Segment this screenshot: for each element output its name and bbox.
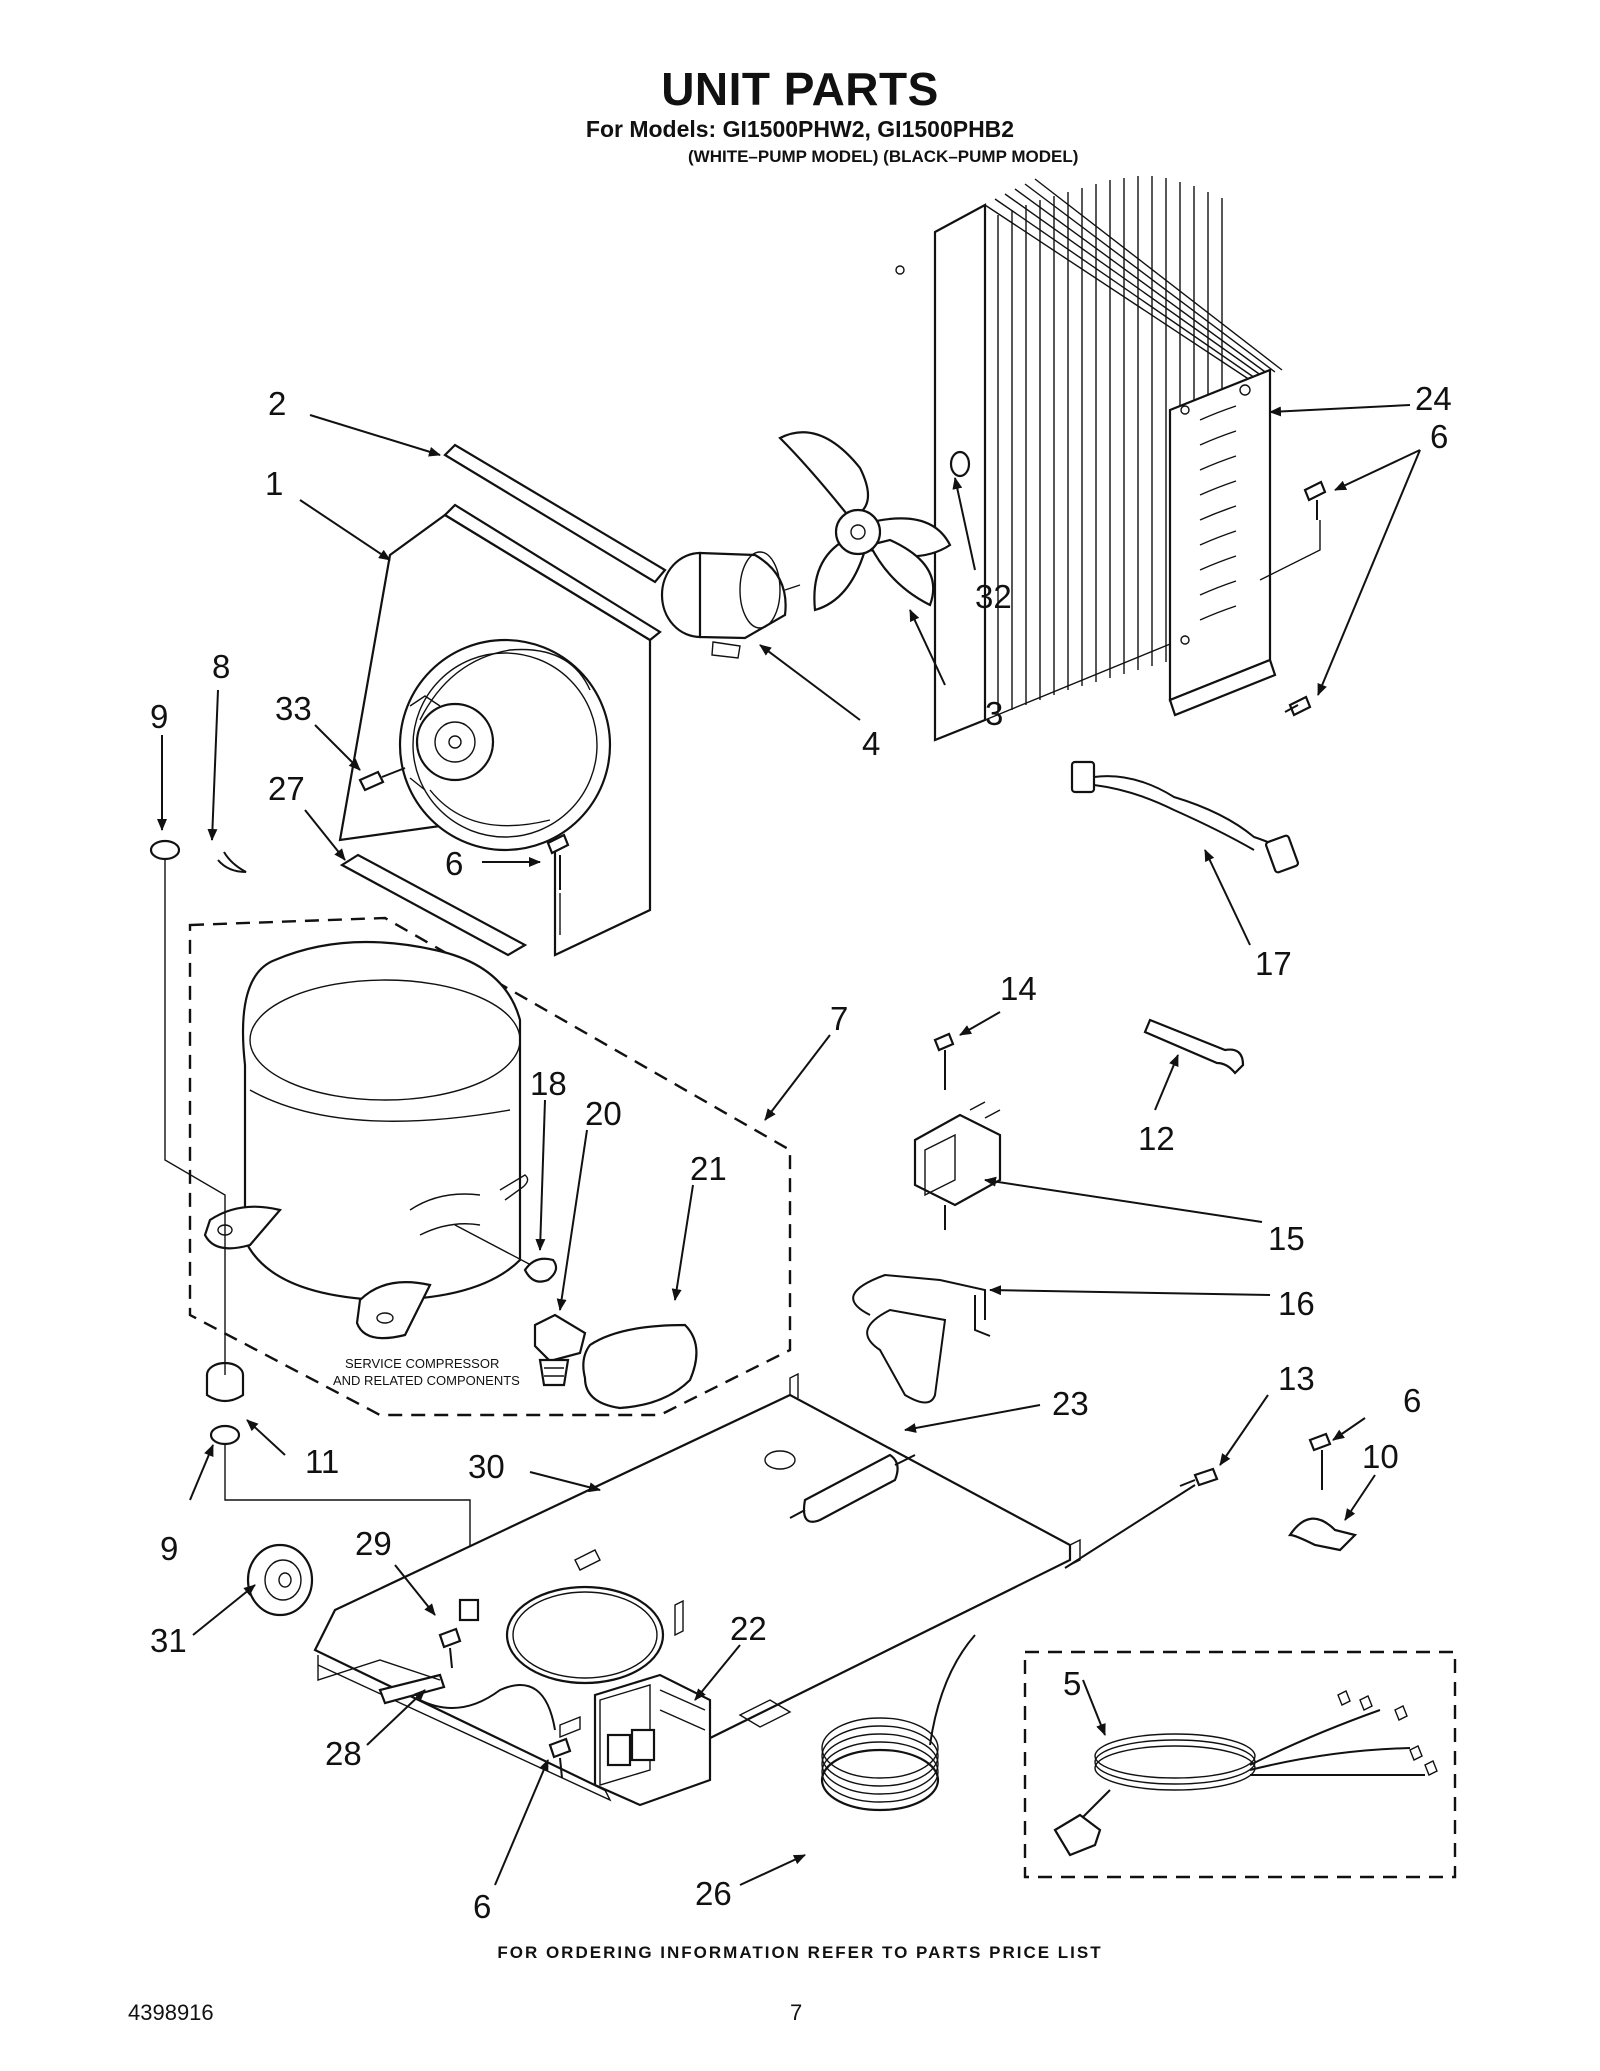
callout-12: 12 [1138,1120,1175,1157]
screw-part [358,767,570,890]
screw-part [1179,1432,1332,1490]
power-cord-group-outline [1023,1650,1457,1879]
washer-part [949,450,971,478]
document-number: 4398916 [128,2000,214,2025]
callout-13: 13 [1278,1360,1315,1397]
callout-10: 10 [1362,1438,1399,1475]
callout-32: 32 [975,578,1012,615]
callout-6: 6 [473,1888,491,1925]
callout-8: 8 [212,648,230,685]
callout-6: 6 [1430,418,1448,455]
caster-wheel-part [246,1543,314,1617]
ordering-info-note: FOR ORDERING INFORMATION REFER TO PARTS … [497,1943,1103,1962]
callout-27: 27 [268,770,305,807]
condenser-part [895,176,1283,742]
callout-31: 31 [150,1622,187,1659]
bracket-part [852,1273,991,1404]
callout-3: 3 [985,695,1003,732]
callout-6: 6 [1403,1382,1421,1419]
callout-labels: 1 2 3 4 5 6 6 6 6 6 7 8 9 9 10 11 12 13 … [150,380,1452,1925]
power-cord-part [1053,1690,1438,1857]
callout-9: 9 [150,698,168,735]
water-valve-part [913,1032,1002,1230]
callout-1: 1 [265,465,283,502]
page-title: UNIT PARTS [661,63,939,115]
callout-6: 6 [445,845,463,882]
relay-part [523,1257,587,1387]
callout-4: 4 [862,725,880,762]
page-number: 7 [790,2000,803,2025]
base-plate-part [313,1372,1081,1802]
model-numbers: For Models: GI1500PHW2, GI1500PHB2 [585,116,1015,142]
pump-part [593,1673,712,1807]
callout-24: 24 [1415,380,1452,417]
callout-7: 7 [830,1000,848,1037]
callout-30: 30 [468,1448,505,1485]
screw-part [378,1598,572,1779]
service-note-line2: AND RELATED COMPONENTS [333,1373,520,1388]
callout-2: 2 [268,385,286,422]
fan-motor-part [660,551,801,659]
callout-21: 21 [690,1150,727,1187]
tube-part [1143,1018,1245,1075]
callout-33: 33 [275,690,312,727]
fan-shroud-part [338,503,662,957]
callout-26: 26 [695,1875,732,1912]
callout-14: 14 [1000,970,1037,1007]
callout-29: 29 [355,1525,392,1562]
service-note-line1: SERVICE COMPRESSOR [345,1356,499,1371]
callout-16: 16 [1278,1285,1315,1322]
callout-11: 11 [305,1443,339,1480]
tubing-coil-part [820,1634,976,1812]
grommet-part [149,839,181,861]
relay-cover-part [582,1323,698,1410]
callout-20: 20 [585,1095,622,1132]
mount-part [205,1361,245,1446]
gasket-strip-part [443,443,667,584]
callout-23: 23 [1052,1385,1089,1422]
insulation-strip-part [339,853,528,957]
callout-22: 22 [730,1610,767,1647]
clip-part [217,851,247,873]
fan-blade-part [778,431,952,612]
callout-5: 5 [1063,1665,1081,1702]
callout-28: 28 [325,1735,362,1772]
screw-part [1284,480,1327,717]
callout-17: 17 [1255,945,1292,982]
model-variants: (WHITE–PUMP MODEL) (BLACK–PUMP MODEL) [688,147,1079,166]
clamp-part [1287,1517,1358,1552]
wire-harness-part [1070,760,1300,874]
callout-9: 9 [160,1530,178,1567]
compressor-part [203,940,551,1340]
leader-lines [157,404,1421,1886]
callout-18: 18 [530,1065,567,1102]
callout-15: 15 [1268,1220,1305,1257]
filter-drier-part [789,1453,916,1523]
